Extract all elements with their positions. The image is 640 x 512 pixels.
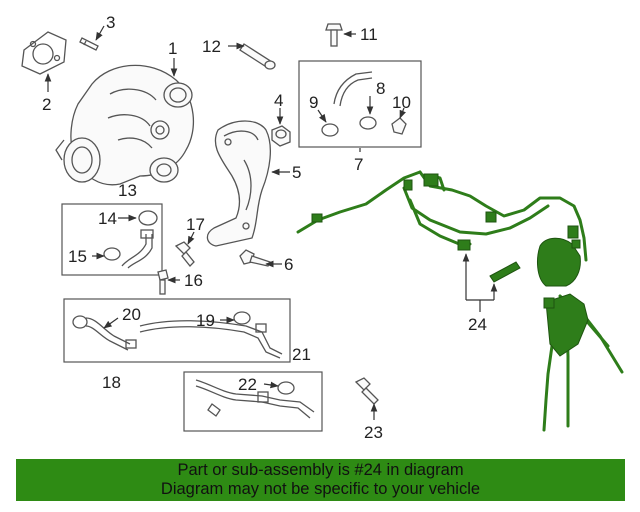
callout-5: 5 — [292, 163, 301, 182]
callout-18: 18 — [102, 373, 121, 392]
callout-11: 11 — [360, 25, 378, 44]
oil-line-9-part[interactable] — [321, 71, 373, 137]
oil-line-22-part[interactable] — [195, 379, 315, 419]
bolt-23-part[interactable] — [354, 377, 379, 405]
callout-15: 15 — [68, 247, 87, 266]
callout-8: 8 — [376, 79, 385, 98]
callout-2: 2 — [42, 95, 51, 114]
kit-13-box — [61, 203, 163, 276]
callout-13: 13 — [118, 181, 137, 200]
stud-part[interactable] — [79, 37, 99, 51]
callout-20: 20 — [122, 305, 141, 324]
turbocharger-part[interactable] — [55, 64, 195, 186]
bolt-16-part[interactable] — [157, 269, 169, 295]
kit-7-box — [298, 60, 422, 148]
heat-shield-part[interactable] — [206, 120, 272, 247]
leader-lines — [44, 25, 498, 420]
callout-10: 10 — [392, 93, 411, 112]
nut-part[interactable] — [271, 125, 291, 147]
bolt-17-part[interactable] — [174, 241, 195, 267]
oil-line-20-part[interactable] — [72, 315, 137, 351]
gasket-part[interactable] — [21, 31, 67, 75]
banner-line-1: Part or sub-assembly is #24 in diagram — [177, 461, 464, 479]
oil-line-19-part[interactable] — [139, 311, 283, 359]
callout-21: 21 — [292, 345, 311, 364]
harness-connectors-24[interactable] — [311, 173, 589, 357]
stud-12-part[interactable] — [239, 43, 276, 70]
oil-line-15-part[interactable] — [103, 229, 154, 269]
kit-21-box — [183, 371, 323, 432]
callout-22: 22 — [238, 375, 257, 394]
bolt-11-part[interactable] — [325, 23, 343, 47]
seal-14-part[interactable] — [138, 210, 158, 226]
seal-8-part[interactable] — [359, 116, 377, 130]
banner-background — [16, 459, 625, 501]
callout-17: 17 — [186, 215, 205, 234]
callout-14: 14 — [98, 209, 117, 228]
callout-12: 12 — [202, 37, 221, 56]
bolt-6-part[interactable] — [239, 249, 271, 267]
callout-3: 3 — [106, 13, 115, 32]
banner-line-2: Diagram may not be specific to your vehi… — [160, 480, 481, 498]
callout-4: 4 — [274, 91, 283, 110]
callout-19: 19 — [196, 311, 215, 330]
kit-18-box — [63, 298, 291, 363]
callout-24: 24 — [468, 315, 487, 334]
callout-7: 7 — [354, 155, 363, 174]
bolt-10-part[interactable] — [391, 117, 407, 135]
callout-numbers: 1 2 3 4 5 6 7 8 9 10 11 12 13 14 15 16 1… — [42, 13, 487, 442]
callout-9: 9 — [309, 93, 318, 112]
notice-banner: Part or sub-assembly is #24 in diagram D… — [16, 459, 625, 501]
callout-1: 1 — [168, 39, 177, 58]
callout-23: 23 — [364, 423, 383, 442]
callout-16: 16 — [184, 271, 203, 290]
callout-6: 6 — [284, 255, 293, 274]
